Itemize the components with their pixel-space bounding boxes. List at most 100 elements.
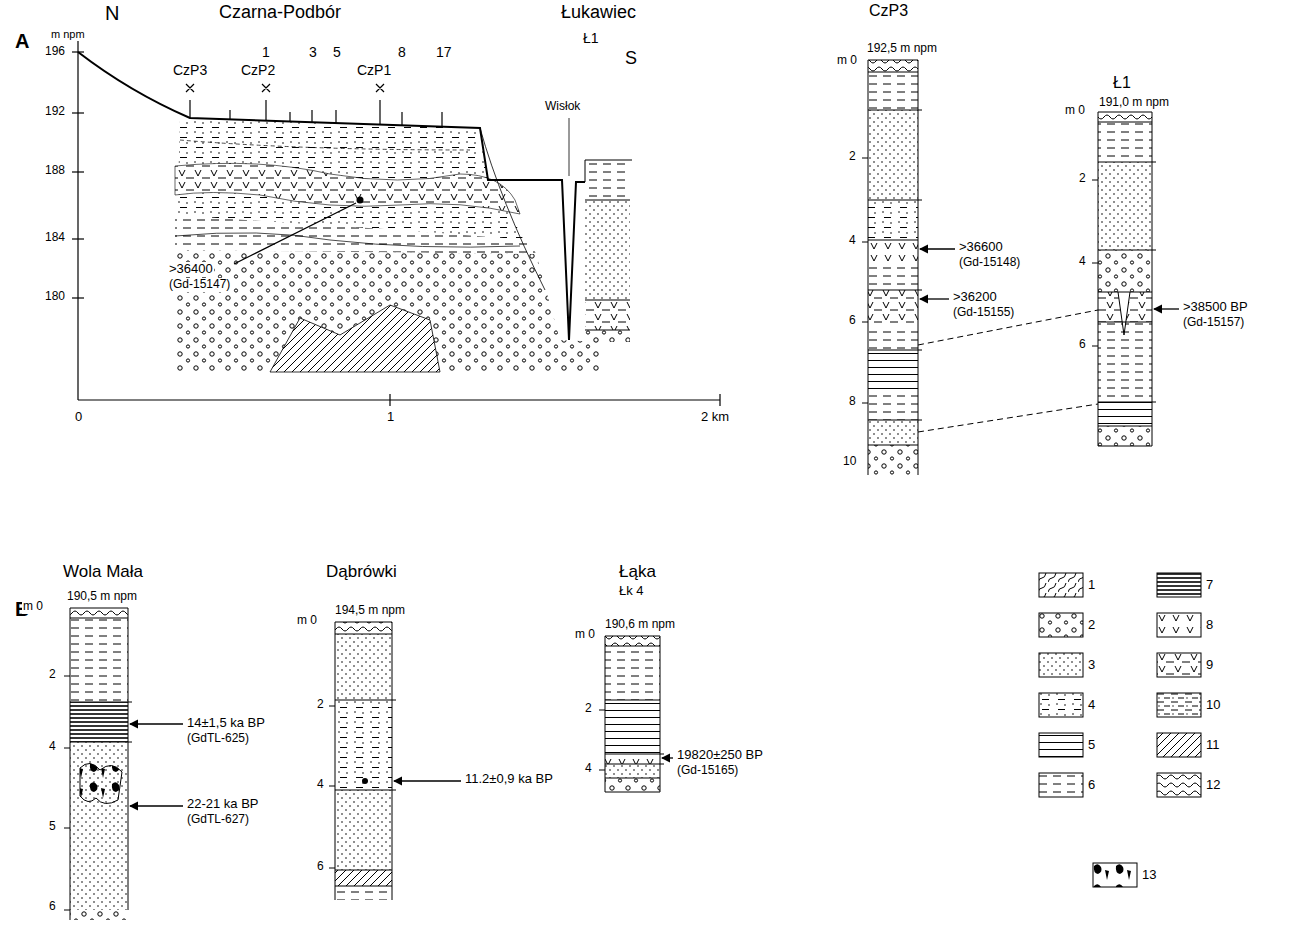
- legend-number: 2: [1088, 618, 1095, 633]
- site-name: Czarna-Podbór: [218, 2, 342, 23]
- borehole-number: 3: [308, 44, 318, 60]
- borehole-label: Ł1: [582, 30, 600, 46]
- column-title: Wola Mała: [62, 562, 144, 582]
- scale-label: 1: [386, 410, 395, 425]
- lab-code: (Gd-15148): [958, 256, 1021, 270]
- depth-label: 8: [848, 395, 857, 409]
- depth-label: m 0: [22, 600, 44, 614]
- borehole-label: CzP2: [240, 62, 276, 78]
- legend-number: 4: [1088, 698, 1095, 713]
- depth-label: m 0: [1064, 104, 1086, 118]
- date-label: 11.2±0,9 ka BP: [464, 772, 554, 787]
- legend-swatch: [1156, 652, 1202, 678]
- lab-code: (Gd-15157): [1182, 316, 1245, 330]
- lab-code: (GdTL-625): [186, 732, 250, 746]
- legend-row: 3: [1038, 652, 1095, 678]
- borehole-label: Łk 4: [618, 584, 645, 599]
- date-label: >36600: [958, 240, 1004, 255]
- depth-label: 4: [316, 778, 325, 792]
- legend-row: 13: [1092, 862, 1156, 888]
- scale-label: 2 km: [700, 410, 730, 425]
- scale-label: 0: [74, 410, 83, 425]
- legend-row: 9: [1156, 652, 1213, 678]
- depth-label: m 0: [836, 54, 858, 68]
- legend-swatch: [1156, 612, 1202, 638]
- depth-label: 5: [48, 820, 57, 834]
- legend-swatch: [1038, 732, 1084, 758]
- legend-swatch: [1092, 862, 1138, 888]
- legend-number: 9: [1206, 658, 1213, 673]
- elevation-label: 194,5 m npm: [334, 604, 406, 618]
- borehole-number: 17: [435, 44, 453, 60]
- legend-number: 12: [1206, 778, 1220, 793]
- direction-label: S: [624, 48, 638, 69]
- lab-code: (Gd-15155): [952, 306, 1015, 320]
- elevation-label: 190,5 m npm: [66, 590, 138, 604]
- river-name: Wisłok: [544, 100, 581, 114]
- legend-swatch: [1156, 692, 1202, 718]
- legend-number: 13: [1142, 868, 1156, 883]
- legend-row: 8: [1156, 612, 1213, 638]
- panel-letter: A: [14, 30, 30, 53]
- column-title: Dąbrówki: [325, 562, 398, 582]
- depth-label: 2: [584, 702, 593, 716]
- legend-number: 1: [1088, 578, 1095, 593]
- depth-label: 10: [842, 455, 857, 469]
- legend-number: 6: [1088, 778, 1095, 793]
- lab-code: (Gd-15165): [676, 764, 739, 778]
- legend-row: 12: [1156, 772, 1220, 798]
- legend-swatch: [1156, 572, 1202, 598]
- legend-row: 6: [1038, 772, 1095, 798]
- elevation-label: 192,5 m npm: [866, 42, 938, 56]
- depth-label: 6: [1078, 338, 1087, 352]
- date-label: >38500 BP: [1182, 300, 1249, 315]
- borehole-number: 8: [397, 44, 407, 60]
- legend-row: 11: [1156, 732, 1220, 758]
- legend-number: 7: [1206, 578, 1213, 593]
- depth-label: m 0: [574, 628, 596, 642]
- legend-swatch: [1038, 692, 1084, 718]
- legend-row: 10: [1156, 692, 1220, 718]
- legend-number: 10: [1206, 698, 1220, 713]
- date-label: 22-21 ka BP: [186, 797, 260, 812]
- date-label: 14±1,5 ka BP: [186, 716, 266, 731]
- depth-label: 2: [316, 698, 325, 712]
- depth-label: 2: [848, 150, 857, 164]
- borehole-label: CzP3: [172, 62, 208, 78]
- legend-swatch: [1156, 732, 1202, 758]
- legend-row: 1: [1038, 572, 1095, 598]
- depth-label: 4: [848, 234, 857, 248]
- depth-label: 4: [584, 762, 593, 776]
- legend-swatch: [1038, 772, 1084, 798]
- lab-code: (GdTL-627): [186, 813, 250, 827]
- legend-swatch: [1156, 772, 1202, 798]
- column-title: Łąka: [618, 562, 657, 582]
- elevation-label: 191,0 m npm: [1098, 96, 1170, 110]
- depth-label: 2: [1078, 172, 1087, 186]
- axis-tick: 192: [44, 105, 66, 119]
- legend-row: 5: [1038, 732, 1095, 758]
- borehole-number: 5: [332, 44, 342, 60]
- axis-tick: 196: [44, 45, 66, 59]
- legend-swatch: [1038, 652, 1084, 678]
- depth-label: 6: [848, 314, 857, 328]
- lab-code: (Gd-15147): [168, 278, 231, 292]
- legend-swatch: [1038, 572, 1084, 598]
- axis-unit: m npm: [50, 28, 86, 41]
- legend-number: 11: [1206, 738, 1220, 753]
- date-label: >36400: [168, 262, 214, 277]
- direction-label: N: [104, 2, 120, 25]
- legend-row: 2: [1038, 612, 1095, 638]
- depth-label: 4: [1078, 255, 1087, 269]
- depth-label: 6: [316, 860, 325, 874]
- depth-label: 4: [48, 740, 57, 754]
- elevation-label: 190,6 m npm: [604, 618, 676, 632]
- axis-tick: 188: [44, 164, 66, 178]
- legend-swatch: [1038, 612, 1084, 638]
- legend-number: 5: [1088, 738, 1095, 753]
- depth-label: 2: [48, 668, 57, 682]
- borehole-number: 1: [261, 44, 271, 60]
- borehole-label: CzP1: [356, 62, 392, 78]
- date-label: 19820±250 BP: [676, 748, 764, 763]
- legend-number: 3: [1088, 658, 1095, 673]
